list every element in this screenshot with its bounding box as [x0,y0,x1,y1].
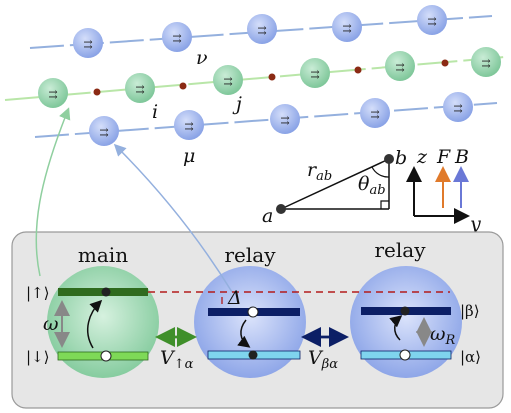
svg-text:⇉: ⇉ [83,38,92,51]
relay-site-dot [354,66,362,74]
blue-atom: ⇉ [247,14,277,44]
relay-site-dot [179,82,187,90]
green-atom: ⇉ [471,47,501,77]
relay-title-1: relay [224,243,276,267]
label-r-ab: rab [307,159,332,184]
relay1-beta-empty [247,306,259,318]
label-nu: ν [196,47,208,69]
green-atom: ⇉ [125,73,155,103]
label-theta-ab: θab [358,173,386,198]
connector-blue [113,143,233,293]
label-b: b [395,147,407,169]
label-B: B [454,146,469,168]
label-j: j [232,93,242,115]
svg-text:⇉: ⇉ [99,126,108,139]
label-z: z [416,146,428,168]
V-up-alpha-label: V↑α [160,347,194,372]
svg-text:⇉: ⇉ [172,32,181,45]
omega-label: ω [43,313,59,335]
point-b [384,154,394,164]
green-atom: ⇉ [385,51,415,81]
svg-text:⇉: ⇉ [395,61,404,74]
label-mu: μ [183,145,195,167]
label-F: F [436,146,451,168]
main-up-occupied [101,287,111,297]
svg-text:⇉: ⇉ [370,108,379,121]
relay-site-dot [268,73,276,81]
green-chain-middle [4,56,506,101]
geometry-triangle: rab a b θab [262,147,407,227]
label-a: a [262,205,273,227]
level-panel: main relay relay |↑⟩ |↓⟩ ω Δ [11,107,504,409]
svg-text:⇉: ⇉ [342,22,351,35]
down-ket: |↓⟩ [26,348,49,366]
main-transition-arrow [86,299,103,349]
relay1-alpha-occupied [248,350,258,360]
blue-atom: ⇉ [270,104,300,134]
main-down-empty [100,350,112,362]
relay-title-2: relay [374,238,426,262]
svg-text:⇉: ⇉ [427,15,436,28]
main-title: main [78,243,128,267]
relay-atom-disc-1 [194,266,306,378]
relay2-transition-arrow [389,315,403,341]
beta-ket: |β⟩ [460,302,480,320]
svg-text:⇉: ⇉ [48,88,57,101]
blue-atom: ⇉ [73,28,103,58]
green-atom: ⇉ [300,58,330,88]
delta-label: Δ [227,287,242,309]
relay2-beta-occupied [400,306,410,316]
svg-text:⇉: ⇉ [280,114,289,127]
blue-atom: ⇉ [174,110,204,140]
svg-text:⇉: ⇉ [453,102,462,115]
point-a [276,204,286,214]
omega-R-label: ωR [430,323,456,348]
V-beta-alpha-label: Vβα [308,347,338,372]
blue-chain-bottom [34,102,498,138]
blue-atom: ⇉ [417,5,447,35]
svg-text:⇉: ⇉ [135,83,144,96]
relay2-alpha-empty [399,349,411,361]
relay-site-dot [441,59,449,67]
blue-atom: ⇉ [332,12,362,42]
blue-atom: ⇉ [162,22,192,52]
label-i: i [152,101,158,123]
up-ket: |↑⟩ [26,284,49,302]
blue-atom: ⇉ [89,116,119,146]
svg-text:⇉: ⇉ [310,68,319,81]
relay-site-dot [93,88,101,96]
svg-text:⇉: ⇉ [184,120,193,133]
axes-legend: z y F B [406,146,481,235]
relay1-transition-arrow [237,319,251,348]
alpha-ket: |α⟩ [460,348,481,366]
svg-text:⇉: ⇉ [257,24,266,37]
blue-atom: ⇉ [360,98,390,128]
green-atom: ⇉ [38,78,68,108]
relay-atom-disc-2 [350,266,462,378]
svg-text:⇉: ⇉ [481,57,490,70]
lattice: ⇉ ⇉ ⇉ ⇉ ⇉ ⇉ ⇉ ⇉ ⇉ ⇉ ⇉ ⇉ ⇉ ⇉ ⇉ ⇉ ν i j μ [4,5,506,167]
svg-text:⇉: ⇉ [223,75,232,88]
green-atom: ⇉ [213,65,243,95]
label-y: y [469,213,481,235]
main-atom-disc [47,266,159,378]
blue-atom: ⇉ [443,92,473,122]
connector-green [35,107,71,277]
